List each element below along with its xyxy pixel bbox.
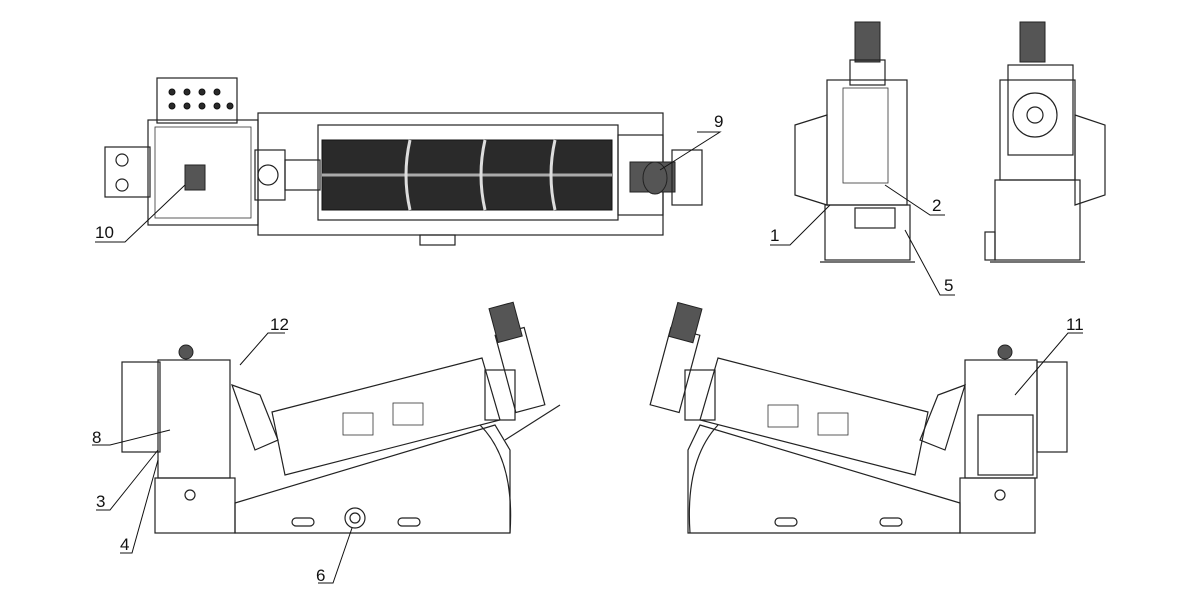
- callout-10: 10: [95, 223, 114, 242]
- front-end-view: [794, 21, 915, 263]
- flange-plate: [104, 146, 151, 198]
- motor: [854, 21, 881, 63]
- leader-lines: [92, 131, 1083, 584]
- callout-8: 8: [92, 428, 101, 447]
- control-panel: [156, 77, 238, 124]
- left-side-view: [121, 301, 561, 534]
- callout-9: 9: [714, 112, 723, 131]
- agitator-motor: [184, 164, 206, 191]
- flocculation-tank: [964, 359, 1038, 479]
- top-view: [104, 77, 703, 246]
- callout-6: 6: [316, 566, 325, 585]
- callout-4: 4: [120, 535, 129, 554]
- right-side-view: [649, 301, 1068, 534]
- callout-12: 12: [270, 315, 289, 334]
- rear-end-view: [984, 21, 1106, 263]
- callout-11: 11: [1066, 315, 1084, 334]
- callout-1: 1: [770, 226, 779, 245]
- callout-3: 3: [96, 492, 105, 511]
- flocculation-tank: [157, 359, 231, 479]
- callout-2: 2: [932, 196, 941, 215]
- callout-5: 5: [944, 276, 953, 295]
- motor: [1019, 21, 1046, 63]
